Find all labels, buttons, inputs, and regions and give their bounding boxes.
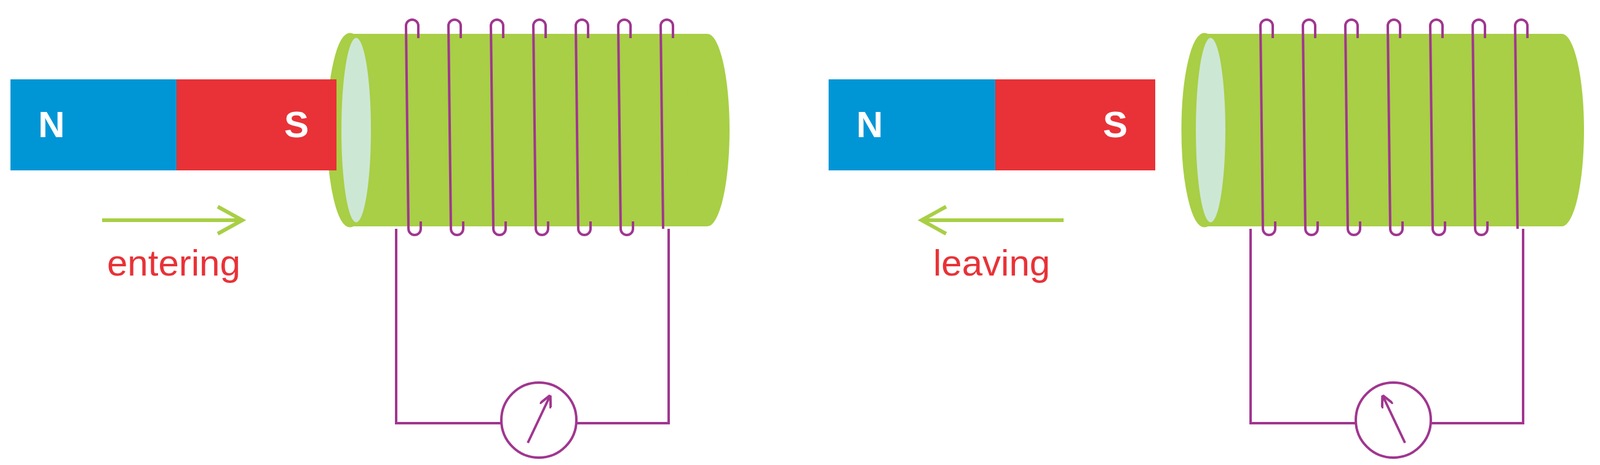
winding (490, 19, 506, 235)
pole-letter: S (284, 106, 309, 144)
motion-arrow (102, 206, 1064, 234)
motion-label: entering (107, 244, 241, 282)
winding (1302, 19, 1318, 235)
magnet-north-pole: N (10, 79, 177, 171)
motion-label: leaving (933, 244, 1051, 282)
winding (575, 19, 591, 235)
pole-letter: N (38, 106, 65, 144)
winding (1345, 19, 1361, 235)
coil (327, 19, 730, 458)
winding (1387, 19, 1403, 235)
coil (1182, 19, 1585, 458)
winding (405, 19, 421, 235)
pole-letter: S (1102, 106, 1128, 144)
pole-letter: N (856, 106, 883, 144)
winding (1430, 19, 1445, 235)
winding (618, 19, 633, 235)
winding (448, 19, 464, 235)
winding (1472, 19, 1488, 235)
coil-windings (405, 19, 673, 235)
winding (533, 19, 549, 235)
coil-windings (1260, 19, 1528, 235)
magnet-south-pole: S (995, 79, 1156, 171)
magnet-north-pole: N (828, 79, 996, 171)
magnet-south-pole: S (176, 79, 337, 171)
winding (1260, 19, 1276, 235)
winding (660, 19, 673, 229)
winding (1515, 19, 1528, 229)
